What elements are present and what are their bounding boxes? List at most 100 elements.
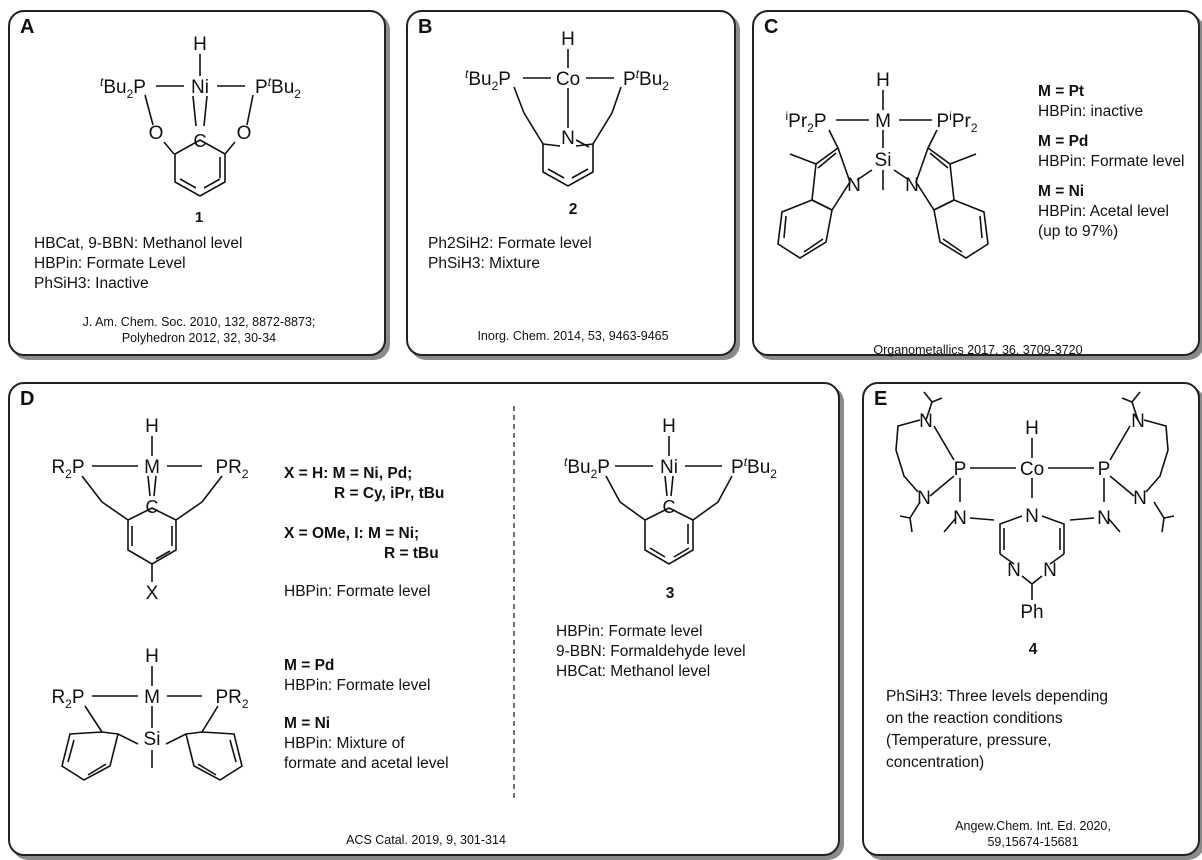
pnp-cobalt-hydride-structure: H Co N tBu2P PtBu2 [465, 29, 669, 187]
note-line: 9-BBN: Formaldehyde level [556, 643, 746, 660]
svg-text:H: H [145, 646, 159, 667]
panel-d: D [8, 382, 840, 856]
svg-text:Ph: Ph [1020, 602, 1043, 623]
svg-text:PtBu2: PtBu2 [623, 67, 669, 93]
citation: J. Am. Chem. Soc. 2010, 132, 8872-8873; … [10, 314, 388, 346]
variant-line: X = H: M = Ni, Pd; [284, 465, 413, 482]
svg-text:H: H [145, 416, 159, 437]
svg-text:N: N [953, 508, 967, 529]
svg-text:N: N [917, 488, 931, 509]
svg-text:tBu2P: tBu2P [465, 67, 511, 93]
svg-text:N: N [1025, 506, 1039, 527]
svg-text:C: C [146, 497, 159, 517]
citation: ACS Catal. 2019, 9, 301-314 [346, 833, 506, 847]
svg-text:X: X [146, 583, 159, 604]
svg-text:H: H [876, 70, 890, 91]
metal-variants: M = Pt HBPin: inactive M = Pd HBPin: For… [1038, 82, 1184, 242]
note-line: (up to 97%) [1038, 223, 1119, 240]
svg-text:R2P: R2P [51, 457, 84, 481]
svg-text:H: H [1025, 418, 1039, 439]
note-line: on the reaction conditions [886, 710, 1063, 727]
note-line: HBPin: inactive [1038, 103, 1144, 120]
svg-text:H: H [561, 29, 575, 50]
svg-text:R2P: R2P [51, 687, 84, 711]
svg-text:tBu2P: tBu2P [564, 455, 610, 481]
panel-e: E [862, 382, 1200, 856]
pcp-variants: X = H: M = Ni, Pd; R = Cy, iPr, tBu X = … [284, 464, 444, 564]
svg-text:N: N [1133, 488, 1147, 509]
variant-line: X = OMe, I: M = Ni; [284, 525, 420, 542]
reactivity-notes: HBCat, 9-BBN: Methanol level HBPin: Form… [34, 234, 242, 294]
svg-text:N: N [919, 411, 933, 432]
citation: Inorg. Chem. 2014, 53, 9463-9465 [477, 329, 669, 343]
panel-letter: D [20, 388, 35, 410]
pcp-and-psip-metal-structures: H M C X R2P PR2 H M Si R2P PR2 H Ni C tB… [51, 406, 777, 798]
svg-text:Si: Si [144, 729, 161, 750]
svg-text:N: N [1043, 560, 1057, 581]
note-line: formate and acetal level [284, 755, 449, 772]
svg-text:Co: Co [556, 69, 580, 90]
note-line: HBPin: Formate level [284, 583, 431, 600]
panel-letter: C [764, 16, 779, 38]
note-line: HBPin: Acetal level [1038, 203, 1169, 220]
svg-text:PtBu2: PtBu2 [731, 455, 777, 481]
reactivity-notes: HBPin: Formate level 9-BBN: Formaldehyde… [556, 622, 746, 682]
note-line: HBPin: Formate Level [34, 255, 186, 272]
note-line: concentration) [886, 754, 985, 771]
note-line: PhSiH3: Three levels depending [886, 688, 1109, 705]
metal-label: M = Ni [284, 715, 331, 732]
citation-line: J. Am. Chem. Soc. 2010, 132, 8872-8873; [82, 315, 316, 329]
svg-text:N: N [1131, 411, 1145, 432]
metal-label: M = Pd [284, 657, 335, 674]
compound-number: 4 [1028, 641, 1038, 658]
svg-text:N: N [561, 128, 575, 149]
note-line: PhSiH3: Inactive [34, 275, 149, 292]
citation: Angew.Chem. Int. Ed. 2020, 59,15674-1568… [864, 818, 1202, 850]
note-line: PhSiH3: Mixture [428, 255, 540, 272]
svg-text:tBu2P: tBu2P [100, 75, 146, 101]
citation-line: Polyhedron 2012, 32, 30-34 [121, 331, 277, 345]
svg-text:M: M [144, 687, 160, 708]
variant-line: R = tBu [384, 545, 439, 562]
note-line: HBPin: Formate level [284, 677, 431, 694]
note-line: HBCat, 9-BBN: Methanol level [34, 235, 243, 252]
svg-text:N: N [847, 175, 861, 196]
svg-text:Co: Co [1020, 459, 1044, 480]
compound-number: 3 [665, 585, 675, 602]
svg-text:N: N [1007, 560, 1021, 581]
citation: Organometallics 2017, 36, 3709-3720 [873, 343, 1083, 357]
svg-text:Ni: Ni [191, 77, 209, 98]
svg-text:PR2: PR2 [215, 457, 248, 481]
panel-letter: A [20, 16, 35, 38]
svg-text:M: M [144, 457, 160, 478]
panel-a: A H Ni C O O tBu2P PtBu2 [8, 10, 386, 356]
reactivity-notes: PhSiH3: Three levels depending on the re… [886, 686, 1108, 774]
note-line: (Temperature, pressure, [886, 732, 1052, 749]
metal-label: M = Pt [1038, 83, 1085, 100]
citation-line: 59,15674-15681 [987, 835, 1079, 849]
svg-text:PR2: PR2 [215, 687, 248, 711]
panel-letter: B [418, 16, 433, 38]
psip-variants: M = Pd HBPin: Formate level M = Ni HBPin… [284, 656, 449, 774]
svg-text:Ni: Ni [660, 457, 678, 478]
panel-letter: E [874, 388, 888, 410]
triazine-cobalt-hydride-structure: H Co P P N N N N N N N N N Ph [895, 391, 1175, 623]
svg-text:N: N [905, 175, 919, 196]
svg-text:PtBu2: PtBu2 [255, 75, 301, 101]
metal-label: M = Pd [1038, 133, 1089, 150]
pocop-nickel-hydride-structure: H Ni C O O tBu2P PtBu2 [100, 34, 301, 197]
psip-indolyl-metal-structure: H M Si N N iPr2P PiPr2 [777, 70, 989, 259]
panel-b: B H Co N tBu2P PtBu2 [406, 10, 736, 356]
svg-text:PiPr2: PiPr2 [936, 109, 977, 135]
note-line: HBPin: Formate level [1038, 153, 1185, 170]
svg-text:N: N [1097, 508, 1111, 529]
note-line: Ph2SiH2: Formate level [428, 235, 592, 252]
metal-label: M = Ni [1038, 183, 1085, 200]
compound-number: 2 [568, 201, 578, 218]
citation-line: Angew.Chem. Int. Ed. 2020, [955, 819, 1111, 833]
svg-text:O: O [149, 123, 164, 144]
compound-number: 1 [194, 209, 204, 226]
note-line: HBCat: Methanol level [556, 663, 711, 680]
note-line: HBPin: Formate level [556, 623, 703, 640]
svg-text:M: M [875, 111, 891, 132]
